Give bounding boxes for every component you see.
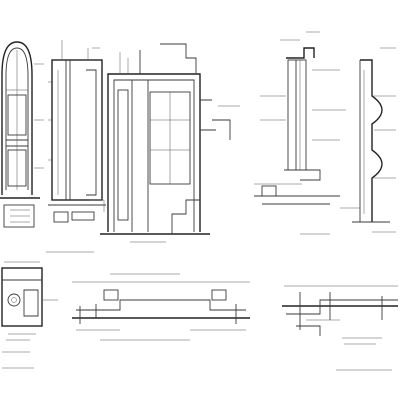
vertical-section-drawing — [254, 31, 346, 205]
lower-left-detail — [1, 261, 58, 341]
door-frame-elevation — [100, 43, 240, 235]
caption-text-lines — [2, 183, 396, 371]
right-section-drawing — [282, 285, 398, 345]
door-section-drawing — [48, 40, 106, 223]
horizontal-section-drawing — [72, 273, 250, 331]
profile-detail-drawing — [340, 47, 396, 223]
arched-door-elevation — [0, 41, 44, 228]
